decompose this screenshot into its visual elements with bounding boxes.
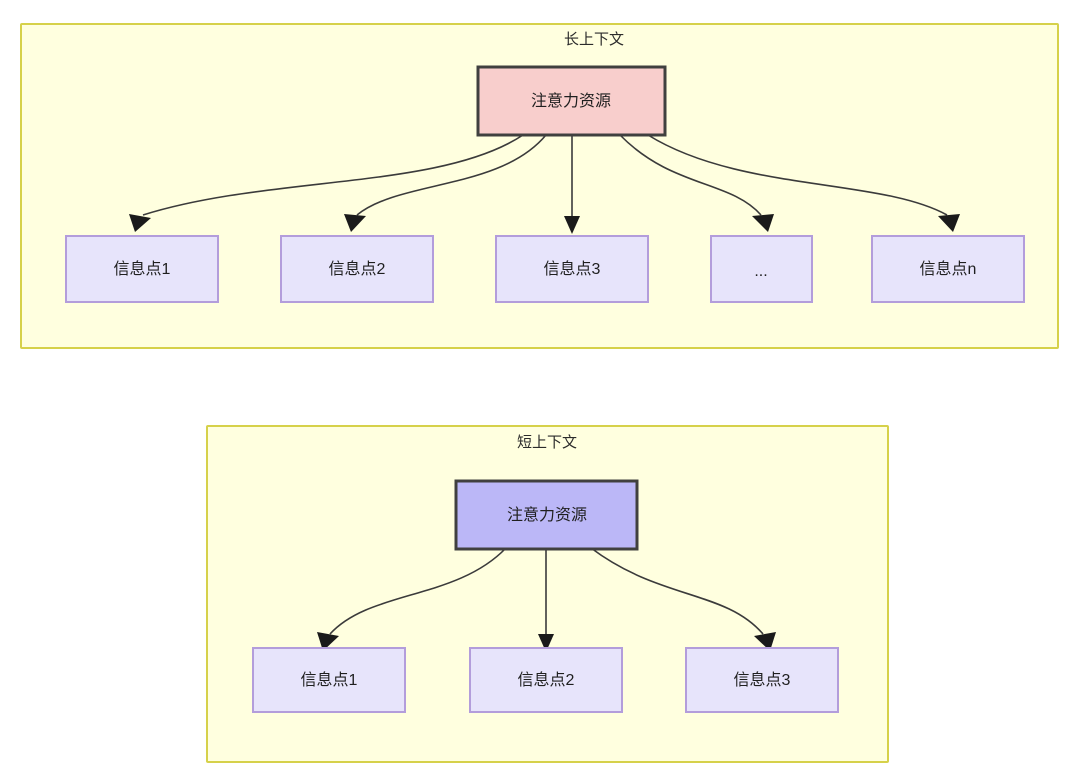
node-long-context-leaf-2-box[interactable] — [280, 235, 434, 303]
node-short-context-leaf-3-label: 信息点3 — [734, 671, 791, 689]
node-short-context-root-box[interactable] — [454, 479, 639, 551]
node-short-context-leaf-2-box[interactable] — [469, 647, 623, 713]
node-long-context-leaf-n-label: 信息点n — [920, 260, 977, 278]
node-short-context-root-label: 注意力资源 — [507, 505, 587, 524]
arrowhead-leaf-4 — [752, 214, 774, 232]
node-long-context-leaf-1-label: 信息点1 — [114, 260, 171, 278]
arrowhead-leaf-3 — [564, 216, 580, 234]
arrowhead-short-leaf-3 — [754, 632, 776, 651]
edge-short-root-to-leaf-1 — [329, 547, 507, 635]
arrowhead-leaf-5 — [938, 214, 960, 232]
node-short-context-leaf-2-label: 信息点2 — [518, 671, 575, 689]
edges-short-context — [317, 547, 776, 652]
edge-root-to-leaf-2 — [356, 134, 547, 216]
panel-long-context: 长上下文 注意力资源 信息点1 — [20, 23, 1059, 349]
panel-long-context-title: 长上下文 — [564, 31, 624, 48]
node-long-context-leaf-ellipsis-label: ... — [754, 263, 767, 280]
node-long-context-leaf-1[interactable]: 信息点1 — [65, 235, 219, 303]
edges-long-context — [129, 134, 960, 234]
node-short-context-leaf-3-box[interactable] — [685, 647, 839, 713]
node-long-context-root[interactable]: 注意力资源 — [476, 65, 667, 137]
node-short-context-leaf-1-box[interactable] — [252, 647, 406, 713]
edge-root-to-leaf-1 — [142, 134, 524, 216]
edge-root-to-leaf-4 — [619, 134, 762, 216]
panel-short-context-title: 短上下文 — [517, 434, 577, 451]
node-short-context-leaf-2[interactable]: 信息点2 — [469, 647, 623, 713]
node-long-context-leaf-3[interactable]: 信息点3 — [495, 235, 649, 303]
node-short-context-leaf-1-label: 信息点1 — [301, 671, 358, 689]
node-long-context-leaf-n-box[interactable] — [871, 235, 1025, 303]
edge-short-root-to-leaf-3 — [590, 547, 764, 635]
node-short-context-leaf-3[interactable]: 信息点3 — [685, 647, 839, 713]
node-short-context-leaf-1[interactable]: 信息点1 — [252, 647, 406, 713]
arrowhead-short-leaf-1 — [317, 632, 339, 651]
node-long-context-leaf-1-box[interactable] — [65, 235, 219, 303]
arrowhead-leaf-2 — [344, 214, 366, 232]
node-long-context-leaf-3-label: 信息点3 — [544, 260, 601, 278]
edge-root-to-leaf-5 — [647, 134, 948, 216]
node-long-context-leaf-ellipsis[interactable]: ... — [710, 235, 813, 303]
node-long-context-leaf-2-label: 信息点2 — [329, 260, 386, 278]
node-long-context-root-label: 注意力资源 — [531, 91, 611, 110]
node-long-context-leaf-2[interactable]: 信息点2 — [280, 235, 434, 303]
node-long-context-root-box[interactable] — [476, 65, 667, 137]
node-long-context-leaf-n[interactable]: 信息点n — [871, 235, 1025, 303]
node-long-context-leaf-ellipsis-box[interactable] — [710, 235, 813, 303]
panel-short-context: 短上下文 注意力资源 信息点1 信息点2 — [206, 425, 889, 763]
node-short-context-root[interactable]: 注意力资源 — [454, 479, 639, 551]
node-long-context-leaf-3-box[interactable] — [495, 235, 649, 303]
arrowhead-short-leaf-2 — [538, 634, 554, 652]
arrowhead-leaf-1 — [129, 214, 151, 232]
